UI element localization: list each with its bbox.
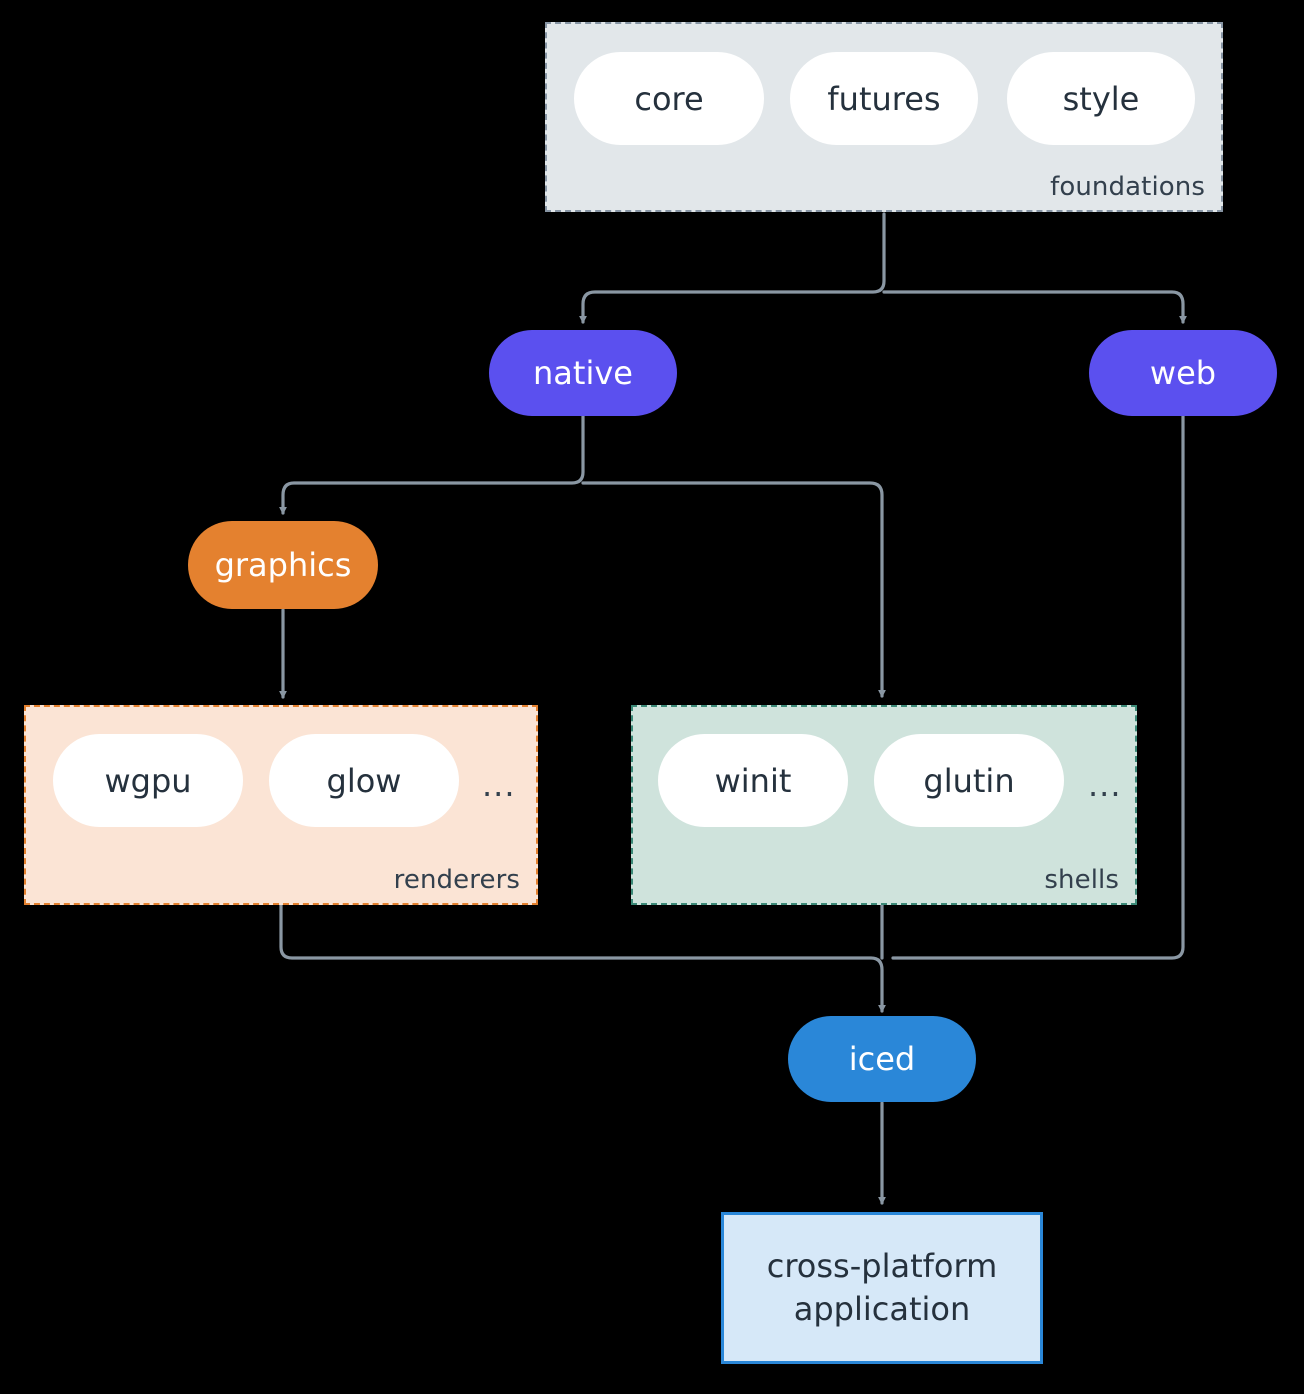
node-iced-label: iced [848,1040,916,1078]
renderers-ellipsis: ... [482,766,516,804]
cluster-foundations-label: foundations [1050,172,1205,202]
foundations-item-style-label: style [1062,79,1140,118]
node-native[interactable]: native [489,330,677,416]
node-web-label: web [1149,354,1217,392]
foundations-item-core-label: core [634,79,704,118]
foundations-item-futures[interactable]: futures [790,52,978,145]
shells-item-glutin[interactable]: glutin [874,734,1064,827]
node-graphics-label: graphics [214,546,352,584]
shells-item-winit-label: winit [714,761,792,800]
node-graphics[interactable]: graphics [188,521,378,609]
foundations-item-core[interactable]: core [574,52,764,145]
node-native-label: native [533,354,633,392]
application-label-line1: cross-platform [766,1246,998,1285]
foundations-item-futures-label: futures [827,79,941,118]
edge-renderers-to-iced [279,903,886,1013]
application-label-line2: application [793,1290,971,1328]
cluster-foundations: core futures style foundations [545,22,1223,212]
node-web[interactable]: web [1089,330,1277,416]
node-iced[interactable]: iced [788,1016,976,1102]
edge-native-fork-graphics [279,413,585,515]
edge-native-to-shells [581,481,886,698]
shells-item-glutin-label: glutin [923,761,1015,800]
cluster-shells-label: shells [1044,865,1119,895]
renderers-item-wgpu-label: wgpu [104,761,192,800]
cluster-renderers-label: renderers [393,865,520,895]
renderers-item-glow[interactable]: glow [269,734,459,827]
renderers-item-wgpu[interactable]: wgpu [53,734,243,827]
cluster-shells: winit glutin ... shells [631,705,1137,905]
shells-ellipsis: ... [1088,766,1122,804]
renderers-item-glow-label: glow [326,761,402,800]
edge-foundations-to-web [882,290,1187,324]
foundations-item-style[interactable]: style [1007,52,1195,145]
shells-item-winit[interactable]: winit [658,734,848,827]
node-cross-platform-application[interactable]: cross-platform application [721,1212,1043,1364]
edge-foundations-fork [579,212,886,324]
cluster-renderers: wgpu glow ... renderers [24,705,538,905]
